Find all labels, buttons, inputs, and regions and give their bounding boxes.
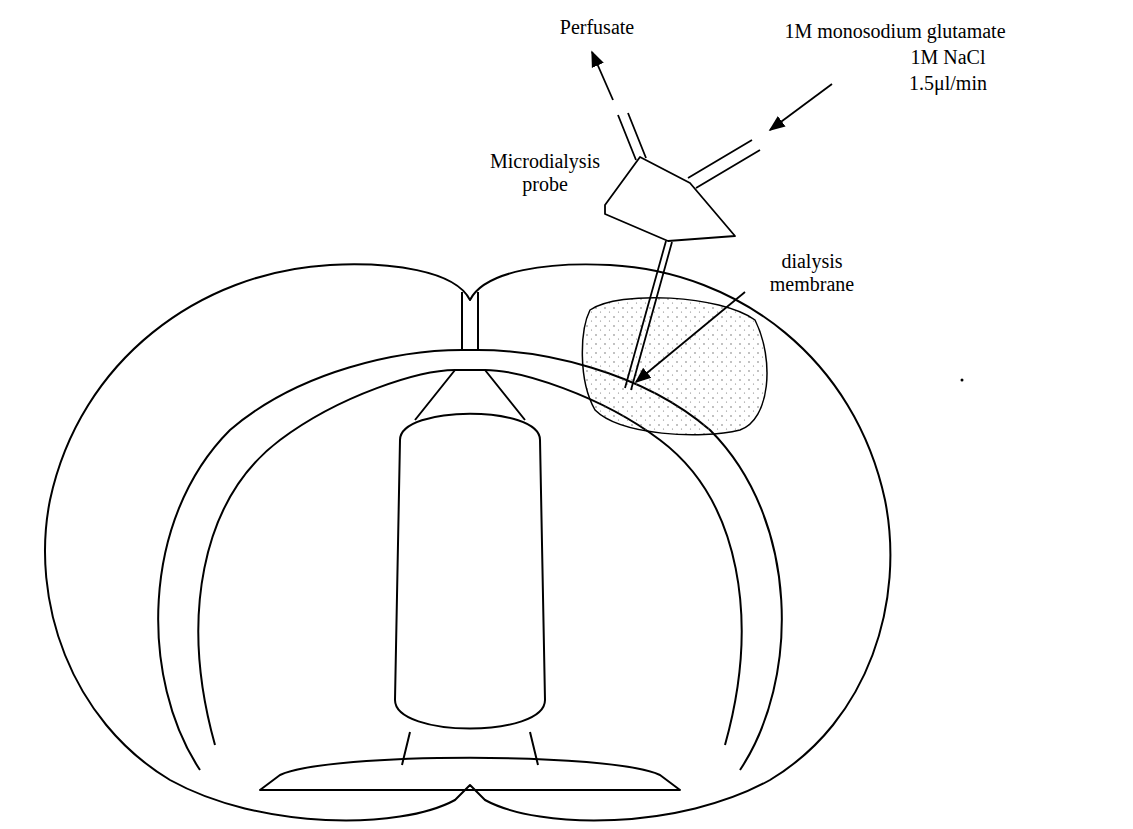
inlet-arrow: [770, 84, 832, 130]
stray-dot: [961, 379, 964, 382]
part-label: Microdialysis probe: [480, 150, 610, 196]
thalamus-outline: [395, 414, 545, 729]
basal-plate: [260, 758, 680, 790]
membrane-pointer: [636, 292, 745, 382]
septum-lines: [415, 370, 525, 420]
stippled-region: [582, 298, 767, 435]
inlet-tube: [688, 140, 760, 188]
flow-label: Perfusate: [527, 16, 667, 39]
midline-fissure: [462, 292, 478, 350]
flow-rate-label: 1.5μl/min: [848, 72, 1048, 95]
part-label: dialysis membrane: [757, 250, 867, 296]
solution-label: 1M NaCl: [848, 46, 1048, 69]
probe-hub: [605, 157, 735, 241]
outlet-arrow: [592, 52, 613, 100]
outlet-tube: [618, 113, 646, 160]
probe-shaft: [625, 241, 672, 390]
stem-lines: [402, 732, 538, 765]
brain-outline: [45, 264, 890, 820]
solution-label: 1M monosodium glutamate: [745, 20, 1045, 43]
